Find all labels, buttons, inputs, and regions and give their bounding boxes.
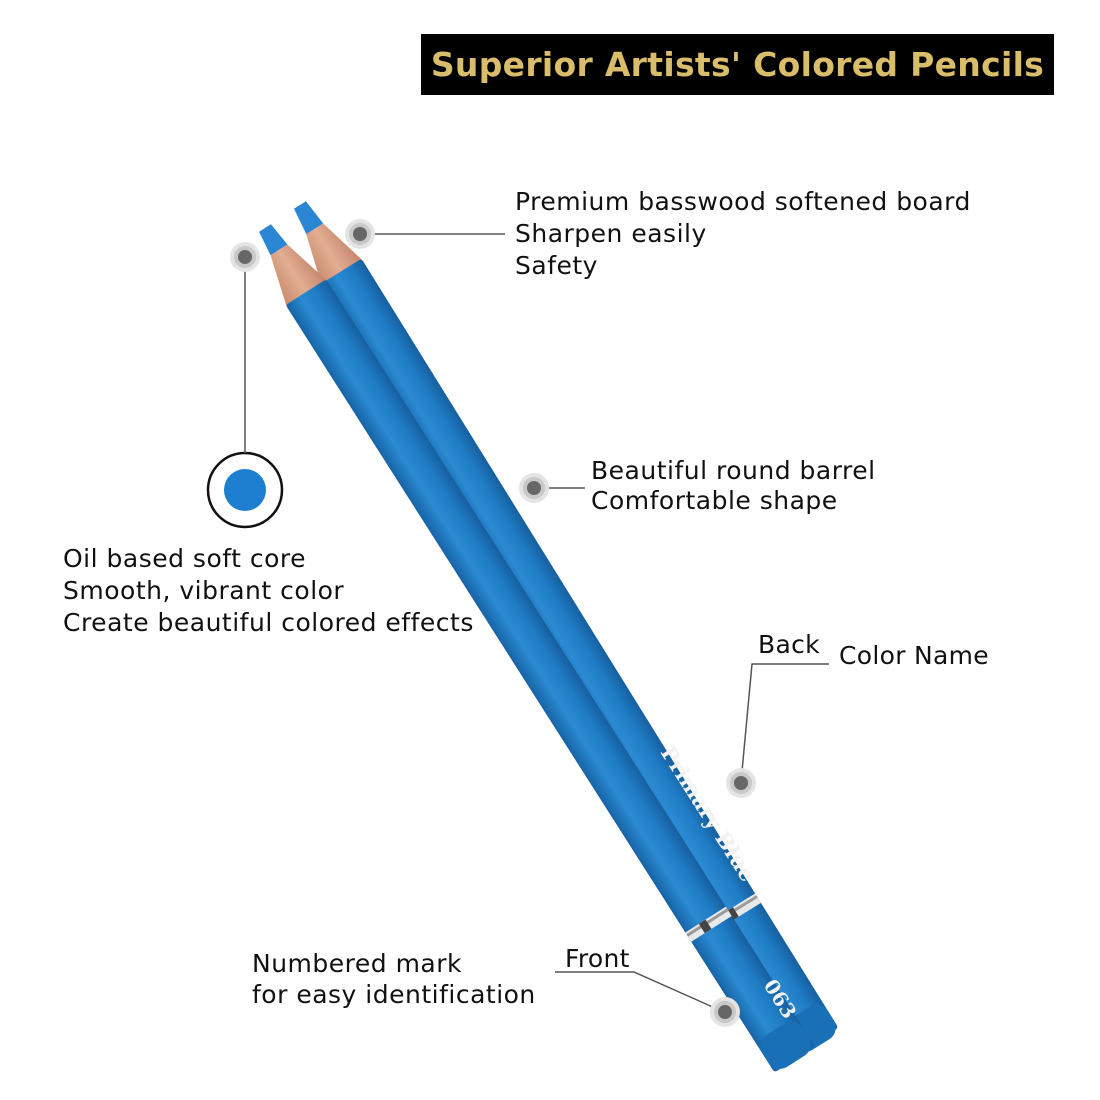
callout-barrel-line-1: Beautiful round barrel [591, 456, 876, 485]
core-cross-section [206, 451, 284, 529]
pencil-front [259, 224, 814, 1072]
callout-core-line-2: Smooth, vibrant color [63, 576, 345, 605]
marker-dot-barrel [519, 473, 549, 503]
banner-title: Superior Artists' Colored Pencils [430, 45, 1045, 84]
callout-front-line-2: for easy identification [252, 980, 536, 1009]
marker-dot-wood [345, 219, 375, 249]
callout-wood-line-1: Premium basswood softened board [515, 187, 971, 216]
callout-core-line-3: Create beautiful colored effects [63, 608, 474, 637]
title-banner: Superior Artists' Colored Pencils [421, 34, 1054, 95]
pencil-back-wood [306, 223, 363, 286]
pencil-back-core [294, 201, 324, 235]
callout-wood-line-2: Sharpen easily [515, 219, 707, 248]
marker-dot-front [710, 997, 740, 1027]
leader-lines [244, 233, 829, 1013]
callout-core-line-1: Oil based soft core [63, 544, 307, 573]
callout-barrel-line-2: Comfortable shape [591, 486, 838, 515]
callout-front-line-1: Numbered mark [252, 949, 463, 978]
callout-core: Oil based soft core Smooth, vibrant colo… [63, 543, 474, 639]
color-name-label: Color Name [839, 641, 989, 670]
pencil-front-core [259, 224, 288, 256]
marker-dot-core-tip [230, 242, 260, 272]
pencil-front-wood [270, 244, 328, 307]
front-label: Front [565, 944, 630, 973]
pencil-front-barrel [286, 280, 814, 1072]
callout-front: Numbered mark for easy identification [252, 948, 536, 1010]
callout-wood-line-3: Safety [515, 251, 598, 280]
pencil-back-barrel [321, 259, 838, 1052]
marker-dot-back [726, 768, 756, 798]
callout-barrel: Beautiful round barrel Comfortable shape [591, 456, 876, 516]
back-label: Back [758, 630, 820, 659]
callout-wood: Premium basswood softened board Sharpen … [515, 186, 971, 282]
